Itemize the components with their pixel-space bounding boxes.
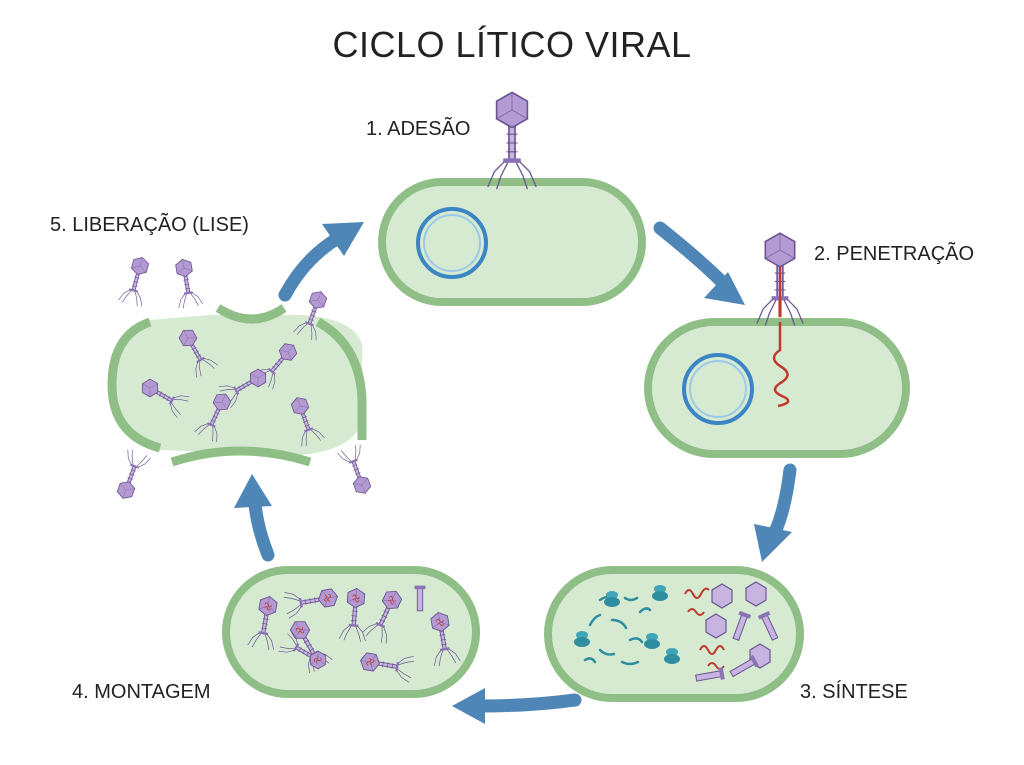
arrow-5-to-1 [278, 231, 345, 302]
ruptured-wall [170, 446, 312, 467]
stage-2-label: 2. PENETRAÇÃO [814, 243, 975, 265]
arrow-3-to-4 [475, 693, 582, 713]
arrow-4-to-5-head [234, 474, 272, 508]
stage-1-adhesion-cell [378, 92, 646, 306]
page-title: CICLO LÍTICO VIRAL [332, 24, 692, 65]
stage-4-assembly-cell [222, 566, 480, 698]
arrow-2-to-3 [768, 463, 797, 539]
stage-1-label: 1. ADESÃO [366, 118, 471, 140]
bacteriophage-icon [757, 233, 803, 325]
stage-5-label: 5. LIBERAÇÃO (LISE) [50, 214, 249, 236]
arrow-1-to-2 [653, 221, 729, 289]
dna-fragments [583, 595, 652, 666]
viral-mrna-icon [684, 587, 725, 670]
arrow-3-to-4-head [452, 688, 485, 724]
viral-dna-icon [772, 322, 790, 408]
ruptured-wall [315, 318, 367, 440]
arrow-5-to-1-head [322, 222, 364, 256]
stage-3-synthesis-cell [544, 566, 804, 702]
stage-3-label: 3. SÍNTESE [800, 681, 908, 703]
stage-4-label: 4. MONTAGEM [72, 681, 211, 703]
cycle-arrows [234, 221, 797, 724]
plasmid-icon [682, 353, 754, 425]
arrow-2-to-3-head [754, 524, 792, 562]
ruptured-wall [107, 317, 162, 453]
ruptured-wall [215, 304, 287, 324]
arrow-1-to-2-head [704, 272, 745, 305]
stage-5-lysis-cell [107, 252, 379, 505]
arrow-4-to-5 [248, 498, 275, 562]
bacteriophage-icon [488, 92, 536, 189]
stage-2-penetration-cell [644, 233, 910, 458]
plasmid-icon [416, 207, 488, 279]
